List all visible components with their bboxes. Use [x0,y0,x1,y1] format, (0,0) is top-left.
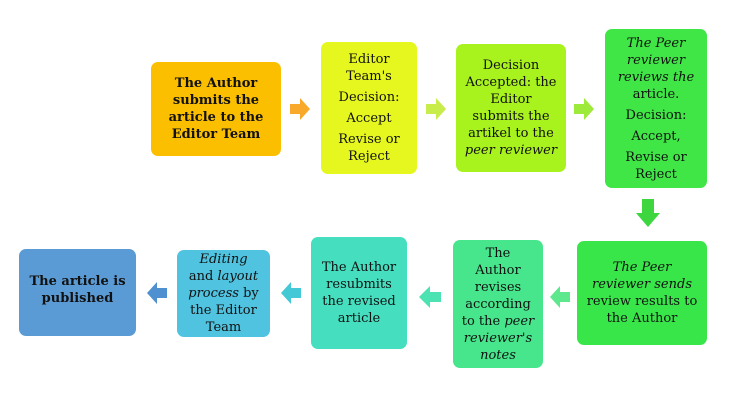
step-line: article [337,311,381,326]
step-line: review results to [586,294,698,309]
step-author-submits: The Author submits the article to the Ed… [151,62,281,156]
step-line: process by [188,285,259,302]
step-line: Decision: [625,107,687,123]
step-editor-decision: Editor Team's Decision: Accept Revise or… [321,42,417,174]
step-line: Revise or [338,132,400,147]
step-line: article to the [168,110,264,125]
step-peer-sends-results: The Peer reviewer sends review results t… [577,241,707,345]
step-line: reviewer [627,52,685,69]
step-line: the Editor [190,303,257,318]
arrow-left-icon [147,282,167,304]
step-text: and [188,269,218,284]
step-line: notes [480,347,516,364]
step-line: The Author [174,76,258,91]
step-line: Reject [348,149,390,164]
step-line: The Peer [627,35,686,52]
arrow-right-icon [426,98,446,120]
step-line: artikel to the [468,126,554,141]
step-line: Decision: [338,90,400,105]
step-line: Reject [635,166,677,182]
step-italic: notes [480,347,516,363]
step-text: by [238,286,259,301]
step-italic: reviewer [626,52,686,68]
step-line: The article is [29,274,126,289]
step-italic: Editing [199,252,248,267]
step-line: according [465,296,531,312]
step-line: Accept, [631,128,681,144]
step-line: and layout [189,268,258,285]
step-italic: layout [217,269,259,284]
step-line: Team [205,320,242,335]
step-line: The Peer [613,259,672,276]
step-line: Editing [199,251,247,268]
step-line: Editor Team [171,127,261,142]
step-line: published [41,291,114,306]
step-decision-accepted: Decision Accepted: the Editor submits th… [456,44,566,172]
step-peer-reviews: The Peer reviewer reviews the article. D… [605,29,707,188]
step-line: Author [475,262,521,278]
step-line: revises [474,279,522,295]
step-italic: reviewer sends [591,277,692,292]
step-author-revises: The Author revises according to the peer… [453,240,543,368]
step-italic: process [188,286,239,301]
step-line: Accepted: the [465,75,557,90]
step-italic: peer [504,313,535,329]
step-italic: reviews the [617,69,695,85]
step-line: Team's [346,69,392,84]
step-italic: reviewer's [463,330,533,346]
step-italic: The Peer [612,260,672,275]
step-line: submits the [472,109,550,124]
step-line: The [485,245,511,261]
arrow-left-icon [281,282,301,304]
step-line: the revised [322,294,396,309]
step-editing-layout: Editing and layout process by the Editor… [177,250,270,337]
step-line: to the peer [462,313,535,330]
arrow-left-icon [419,286,441,308]
step-line: reviewer sends [592,276,692,293]
step-line: resubmits [326,277,392,292]
step-line: reviewer's [464,330,532,347]
arrow-right-icon [290,98,310,120]
step-line: Revise or [625,149,687,165]
step-published: The article is published [19,249,136,336]
step-line: Editor [490,92,532,107]
step-italic: The Peer [626,35,686,51]
arrow-left-icon [550,286,570,308]
step-line: reviews the [618,69,694,86]
step-line: submits the [172,93,260,108]
arrow-right-icon [574,98,594,120]
step-italic: peer reviewer [464,143,558,158]
step-line: Decision [482,58,540,73]
step-line: the Author [606,311,678,326]
step-line: The Author [321,260,397,275]
step-author-resubmits: The Author resubmits the revised article [311,237,407,349]
step-line: article. [632,86,680,102]
arrow-down-icon [636,199,660,227]
step-line: Accept [346,111,392,126]
step-text: to the [461,313,505,329]
step-line: Editor [348,52,390,67]
step-line: peer reviewer [465,142,557,159]
